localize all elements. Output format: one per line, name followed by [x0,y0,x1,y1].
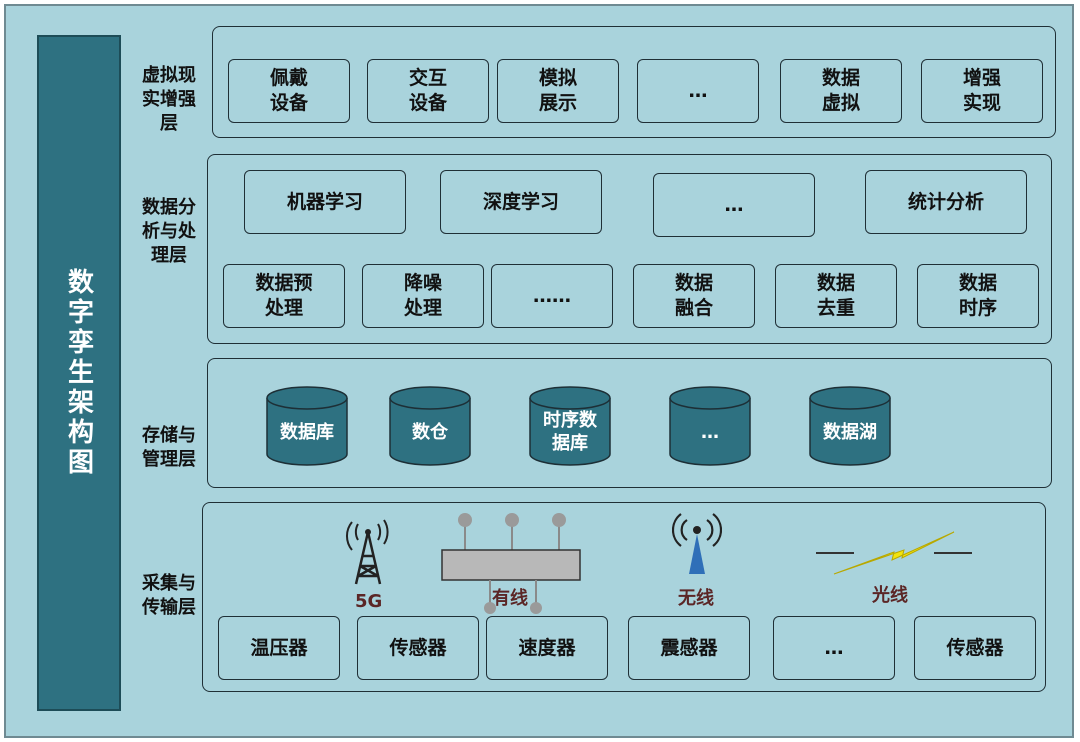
main-title: 数字孪生架构图 [63,268,94,478]
collection-item: … [773,616,895,680]
vr-item: 佩戴 设备 [228,59,350,123]
network-wireless-label: 无线 [678,588,714,609]
network-5g-label: 5G [355,591,383,612]
storage-label: 数仓 [412,421,448,443]
storage-more-cylinder: … [668,384,752,468]
panel-collection [202,502,1046,692]
storage-timeseries-cylinder: 时序数 据库 [528,384,612,468]
storage-label: 时序数 据库 [543,410,597,454]
analysis-item-row1: 统计分析 [865,170,1027,234]
router-icon [441,513,581,614]
storage-label: 数据湖 [823,421,877,443]
analysis-item-row2: 降噪 处理 [362,264,484,328]
analysis-item-row1: 深度学习 [440,170,602,234]
layer-label-analysis: 数据分 析与处 理层 [142,197,196,266]
analysis-item-row2: 数据 融合 [633,264,755,328]
collection-item: 温压器 [218,616,340,680]
analysis-item-row2: …… [491,264,613,328]
collection-item: 传感器 [357,616,479,680]
collection-item: 速度器 [486,616,608,680]
analysis-item-row2: 数据 去重 [775,264,897,328]
analysis-item-row2: 数据预 处理 [223,264,345,328]
analysis-item-row1: … [653,173,815,237]
network-wired-label: 有线 [492,588,528,609]
storage-warehouse-cylinder: 数仓 [388,384,472,468]
5g-tower-icon [345,519,389,585]
panel-vr [212,26,1056,138]
vr-item: … [637,59,759,123]
storage-label: … [701,421,719,443]
layer-label-storage: 存储与 管理层 [142,425,196,470]
diagram-frame: 数字孪生架构图 虚拟现 实增强 层 佩戴 设备 交互 设备 模拟 展示 … 数据… [4,4,1074,738]
layer-label-collection: 采集与 传输层 [142,573,196,618]
layer-label-vr: 虚拟现 实增强 层 [142,65,196,134]
wireless-antenna-icon [672,513,722,574]
main-title-bar: 数字孪生架构图 [37,35,121,711]
vr-item: 数据 虚拟 [780,59,902,123]
panel-storage [207,358,1052,488]
vr-item: 交互 设备 [367,59,489,123]
vr-item: 增强 实现 [921,59,1043,123]
lightning-icon [816,531,972,575]
analysis-item-row1: 机器学习 [244,170,406,234]
storage-label: 数据库 [280,421,334,443]
storage-datalake-cylinder: 数据湖 [808,384,892,468]
network-optical-label: 光线 [872,585,908,606]
vr-item: 模拟 展示 [497,59,619,123]
storage-database-cylinder: 数据库 [265,384,349,468]
collection-item: 传感器 [914,616,1036,680]
analysis-item-row2: 数据 时序 [917,264,1039,328]
collection-item: 震感器 [628,616,750,680]
